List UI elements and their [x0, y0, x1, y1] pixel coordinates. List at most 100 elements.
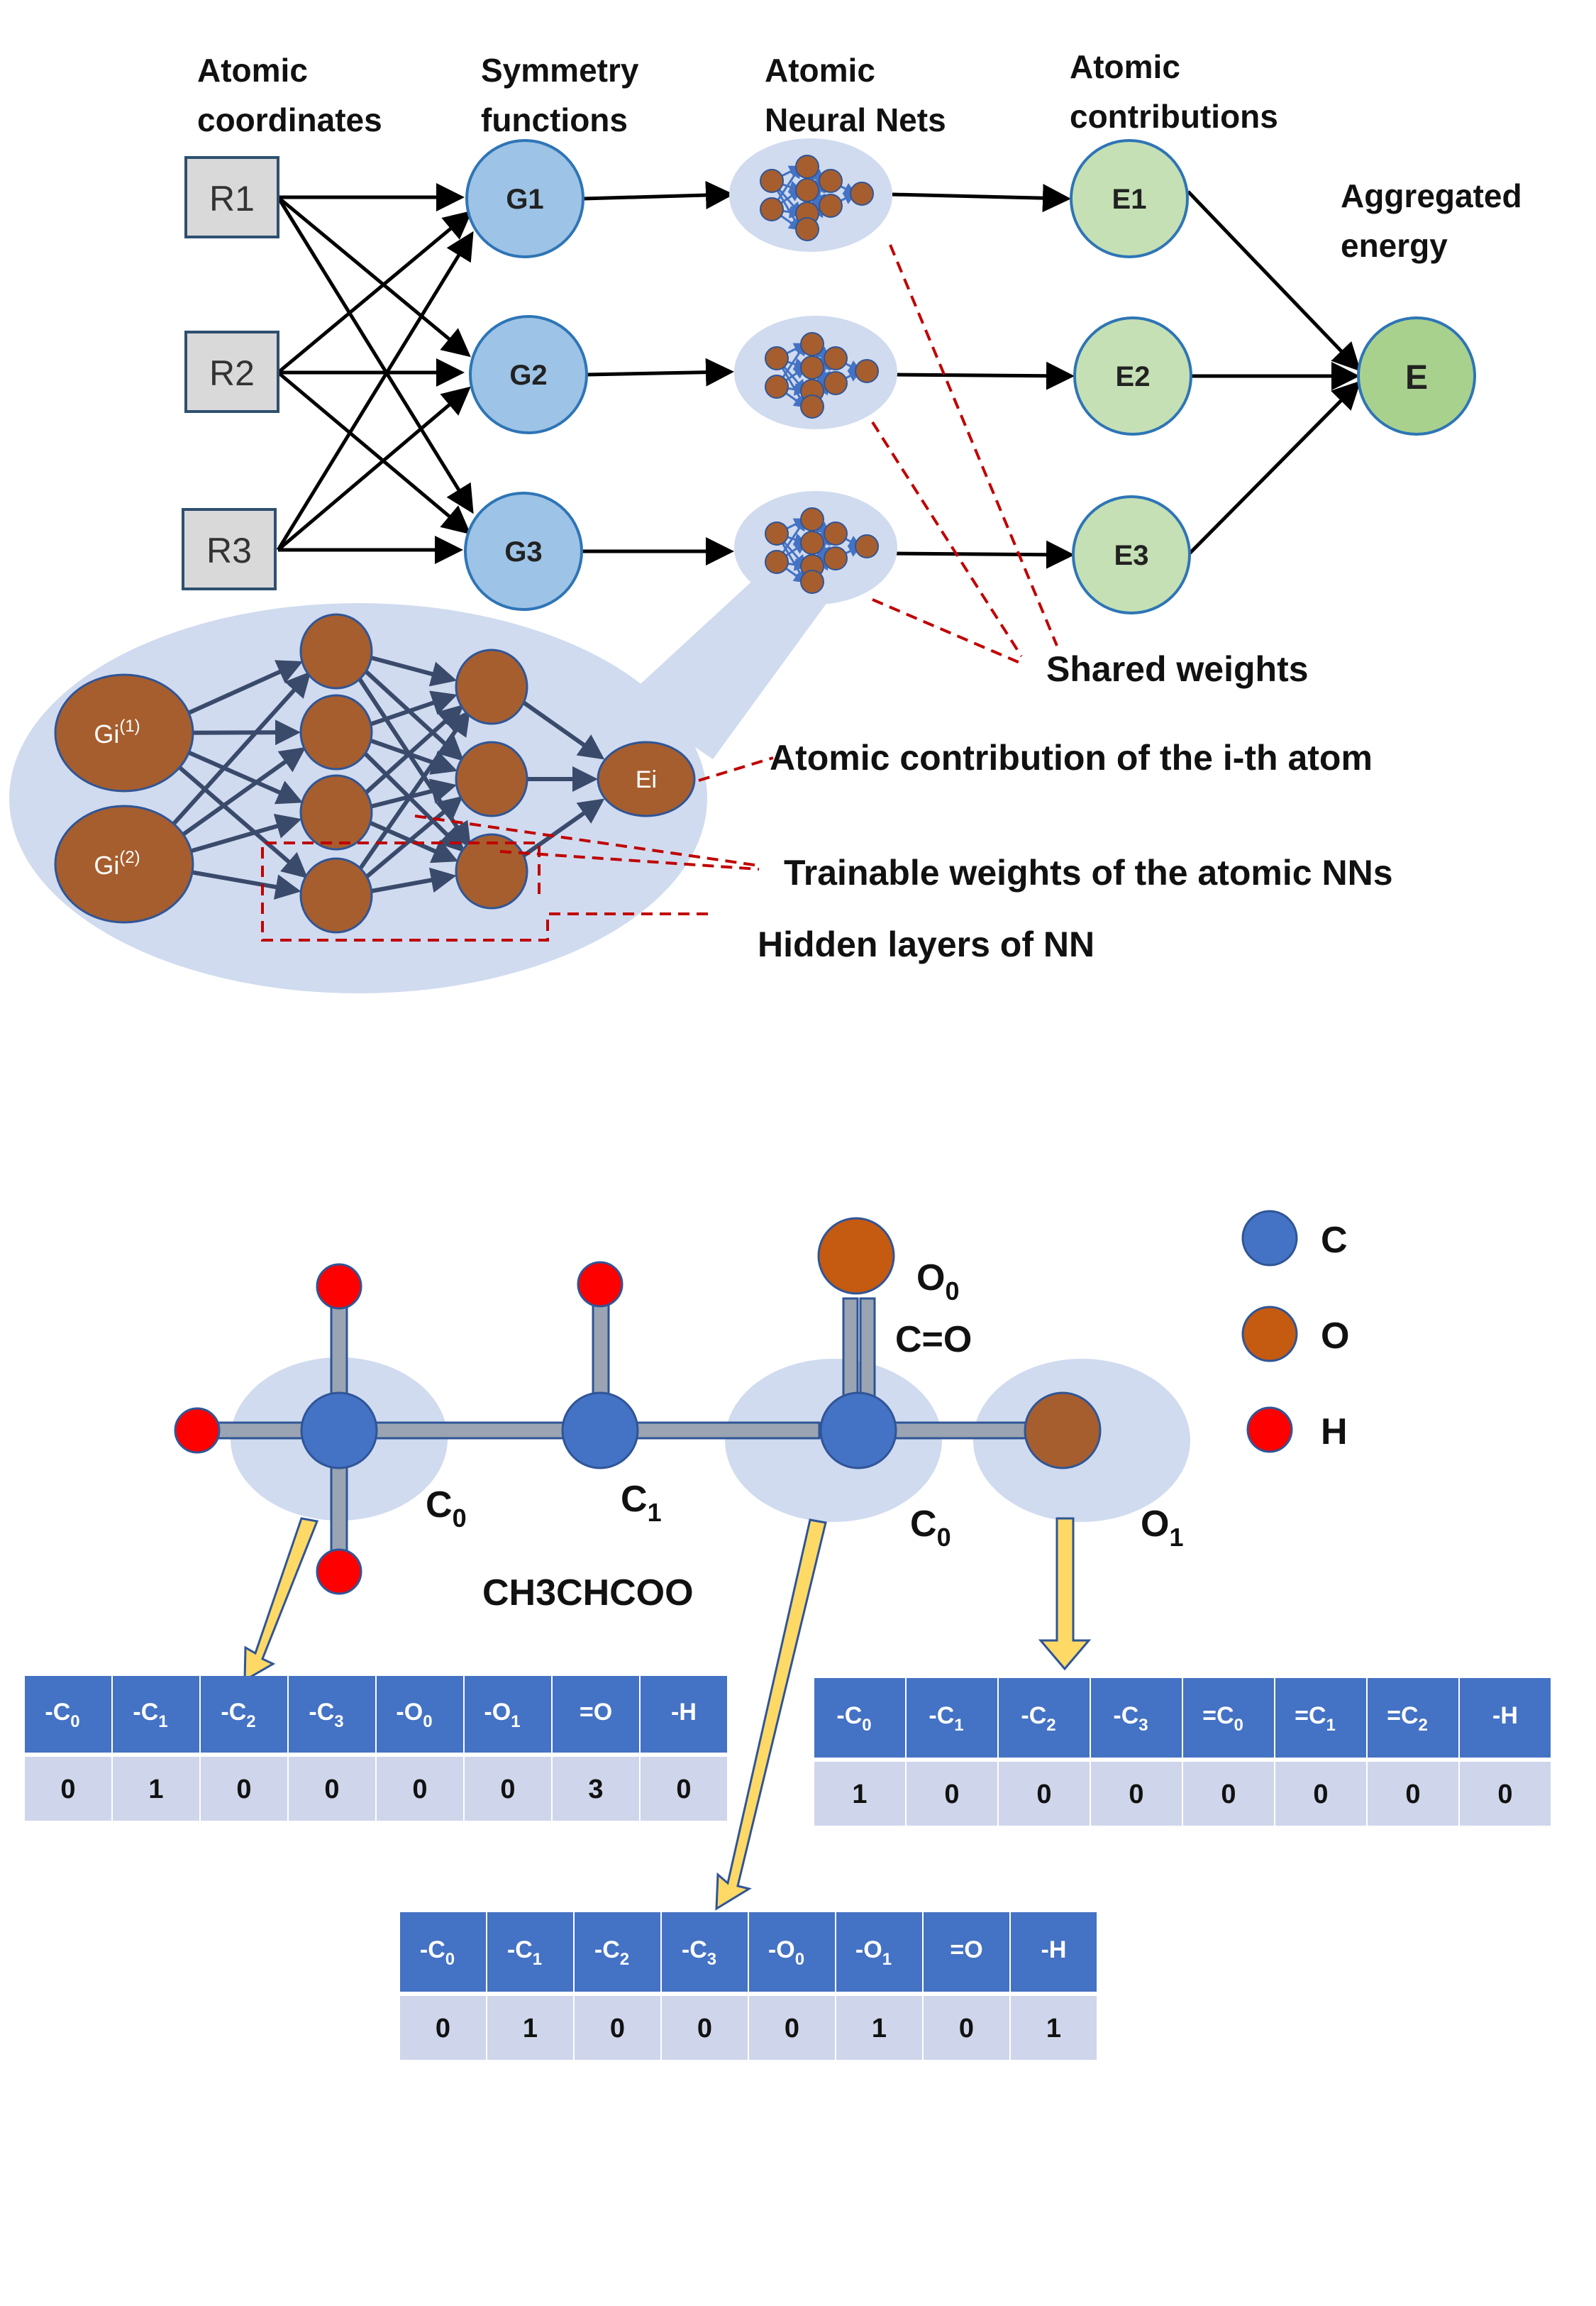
symmetry-label: G2 [509, 360, 547, 391]
table-value-cell [1368, 1762, 1458, 1826]
yellow-arrow [715, 1518, 827, 1911]
arrow [582, 181, 734, 210]
table-value-cell [113, 1757, 199, 1821]
header-line: coordinates [197, 101, 382, 138]
table-header-cell [113, 1676, 199, 1753]
leader-line [414, 815, 760, 867]
table-value-cell [814, 1762, 905, 1826]
table-header-label: -C2 [221, 1699, 255, 1731]
table-header-cell [1275, 1678, 1366, 1758]
table-header-cell [25, 1676, 111, 1753]
table-value: 0 [436, 2014, 450, 2043]
table-header-label: -C3 [309, 1699, 343, 1731]
table-value: 1 [148, 1775, 163, 1804]
atom-label-o0: O0 [916, 1257, 959, 1306]
table-header-label: -H [1041, 1936, 1067, 1963]
nn-edge [191, 719, 301, 746]
nn-neuron [765, 522, 789, 546]
yellow-arrow [1038, 1517, 1092, 1671]
legend-swatch [1241, 1306, 1298, 1362]
header-line: Atomic [765, 52, 875, 89]
oxygen-atom [817, 1217, 895, 1295]
arrow [277, 210, 472, 374]
nn-neuron [824, 546, 848, 570]
bond [194, 1421, 821, 1440]
legend-item: H [1246, 1406, 1348, 1453]
table-header-cell [1183, 1678, 1274, 1758]
header-symmetry-functions: Symmetry functions [481, 52, 639, 138]
table-header-cell [1091, 1678, 1182, 1758]
table-header-label: -H [671, 1699, 697, 1726]
table-header-cell [749, 1912, 835, 1992]
carbon-atom [819, 1391, 897, 1469]
arrow [1187, 380, 1361, 556]
coordinate-box-r1: R1 [184, 156, 279, 238]
aggregated-energy-node: E [1357, 316, 1476, 436]
table-value: 0 [500, 1775, 515, 1804]
energy-label: E [1405, 359, 1428, 397]
nn-neuron [819, 169, 843, 193]
table-value-cell [1091, 1762, 1182, 1826]
nn-neuron [765, 375, 789, 399]
hidden-layers-label: Hidden layers of NN [758, 925, 1095, 964]
nn-input-label: Gi(1) [94, 717, 140, 749]
table-value-cell [400, 1996, 486, 2060]
table-value: 0 [610, 2014, 625, 2043]
nn-neuron [824, 346, 848, 370]
atom-label-c0-left: C0 [426, 1484, 467, 1533]
table-value-cell [1275, 1762, 1366, 1826]
table-value-cell [465, 1757, 551, 1821]
table-value-cell [1460, 1762, 1551, 1826]
table-value: 3 [588, 1775, 603, 1804]
table-value-cell [924, 1996, 1009, 2060]
hydrogen-atom [174, 1407, 221, 1454]
nn-edge [355, 709, 470, 874]
table-header-cell [662, 1912, 748, 1992]
atom-label-c1: C1 [621, 1479, 662, 1527]
legend-swatch [1241, 1210, 1298, 1267]
table-value: 1 [523, 2014, 538, 2043]
trainable-weights-label: Trainable weights of the atomic NNs [784, 853, 1393, 893]
table-header-cell [1011, 1912, 1097, 1992]
expanded-neural-net: Gi(1)Gi(2)Ei [54, 613, 696, 934]
mini-neural-net [734, 316, 897, 429]
nn-neuron [855, 534, 879, 558]
table-value-cell [487, 1996, 573, 2060]
nn-edge [361, 749, 465, 853]
nn-edge [189, 813, 302, 854]
svg-text:O1: O1 [1141, 1504, 1183, 1552]
svg-text:C0: C0 [910, 1504, 951, 1552]
nn-edge [190, 870, 301, 900]
table-header-label: -O1 [855, 1936, 892, 1969]
table-header-label: -C1 [507, 1936, 542, 1969]
header-atomic-contributions: Atomic contributions [1070, 48, 1278, 135]
nn-edge [179, 746, 306, 838]
symmetry-node-g1: G1 [465, 139, 584, 258]
table-value: 0 [1497, 1780, 1512, 1809]
coordinate-box-r3: R3 [182, 508, 277, 590]
table-header-label: -C1 [929, 1702, 963, 1735]
header-line: Atomic [197, 52, 308, 89]
nn-edge [186, 660, 304, 716]
carbon-atom [561, 1391, 639, 1469]
table-value: 0 [1221, 1780, 1236, 1809]
nn-output-neuron: Ei [597, 741, 696, 817]
symmetry-label: G3 [504, 536, 542, 568]
contribution-node-e3: E3 [1072, 495, 1191, 614]
table-value: 0 [959, 2014, 974, 2043]
arrow [276, 196, 474, 514]
table-value: 1 [872, 2014, 887, 2043]
table-header-cell [999, 1678, 1090, 1758]
table-value: 0 [236, 1775, 251, 1804]
table-header-label: =C0 [1202, 1702, 1243, 1735]
contribution-node-e2: E2 [1073, 316, 1192, 436]
table-header-cell [924, 1912, 1009, 1992]
table-header-label: -C3 [1113, 1702, 1148, 1735]
header-line: functions [481, 101, 628, 138]
double-bond-label: C=O [895, 1319, 972, 1360]
